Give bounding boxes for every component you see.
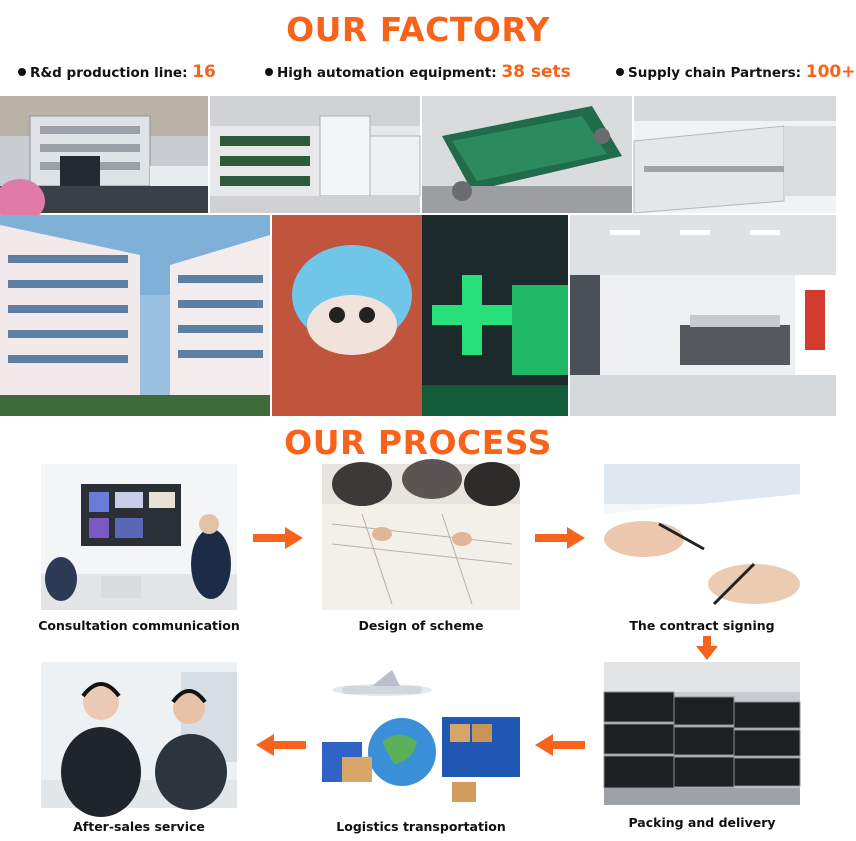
bullet-icon	[265, 68, 273, 76]
bullet-icon	[616, 68, 624, 76]
stat-production-lines: R&d production line: 16	[18, 62, 216, 82]
step-label-contract: The contract signing	[629, 618, 775, 633]
design-photo	[322, 459, 520, 610]
arrow-down-icon	[696, 636, 718, 660]
arrow-right-icon	[535, 527, 585, 549]
stat-automation-equipment: High automation equipment: 38 sets	[265, 62, 571, 82]
factory-title: OUR FACTORY	[286, 10, 550, 49]
signing-photo	[604, 464, 800, 610]
logistics-photo	[322, 662, 520, 808]
process-title: OUR PROCESS	[284, 423, 552, 462]
stat-label: High automation equipment:	[277, 65, 497, 81]
bullet-icon	[18, 68, 26, 76]
factory-building-photo	[0, 215, 270, 416]
meeting-photo	[41, 464, 237, 610]
stat-value: 16	[192, 62, 216, 82]
pcb-machine-photo	[422, 96, 632, 213]
workbench-photo	[0, 96, 208, 223]
step-label-logistics: Logistics transportation	[336, 819, 506, 834]
step-label-design: Design of scheme	[358, 618, 484, 633]
step-label-after-sales: After-sales service	[73, 819, 205, 834]
arrow-right-icon	[253, 527, 303, 549]
arrow-left-icon	[256, 734, 306, 756]
stat-label: Supply chain Partners:	[628, 65, 802, 81]
stat-label: R&d production line:	[30, 65, 188, 81]
step-label-consultation: Consultation communication	[38, 618, 240, 633]
led-display-photo	[272, 215, 568, 416]
support-photo	[41, 662, 237, 817]
flight-cases-photo	[603, 662, 801, 805]
step-label-packing: Packing and delivery	[628, 815, 776, 830]
stat-value: 100+	[805, 62, 856, 82]
stat-value: 38 sets	[501, 62, 571, 82]
office-hall-photo	[570, 215, 836, 416]
arrow-left-icon	[535, 734, 585, 756]
reflow-oven-photo	[633, 96, 836, 214]
assembly-line-photo	[210, 96, 421, 213]
stat-supply-partners: Supply chain Partners: 100+	[616, 62, 856, 82]
